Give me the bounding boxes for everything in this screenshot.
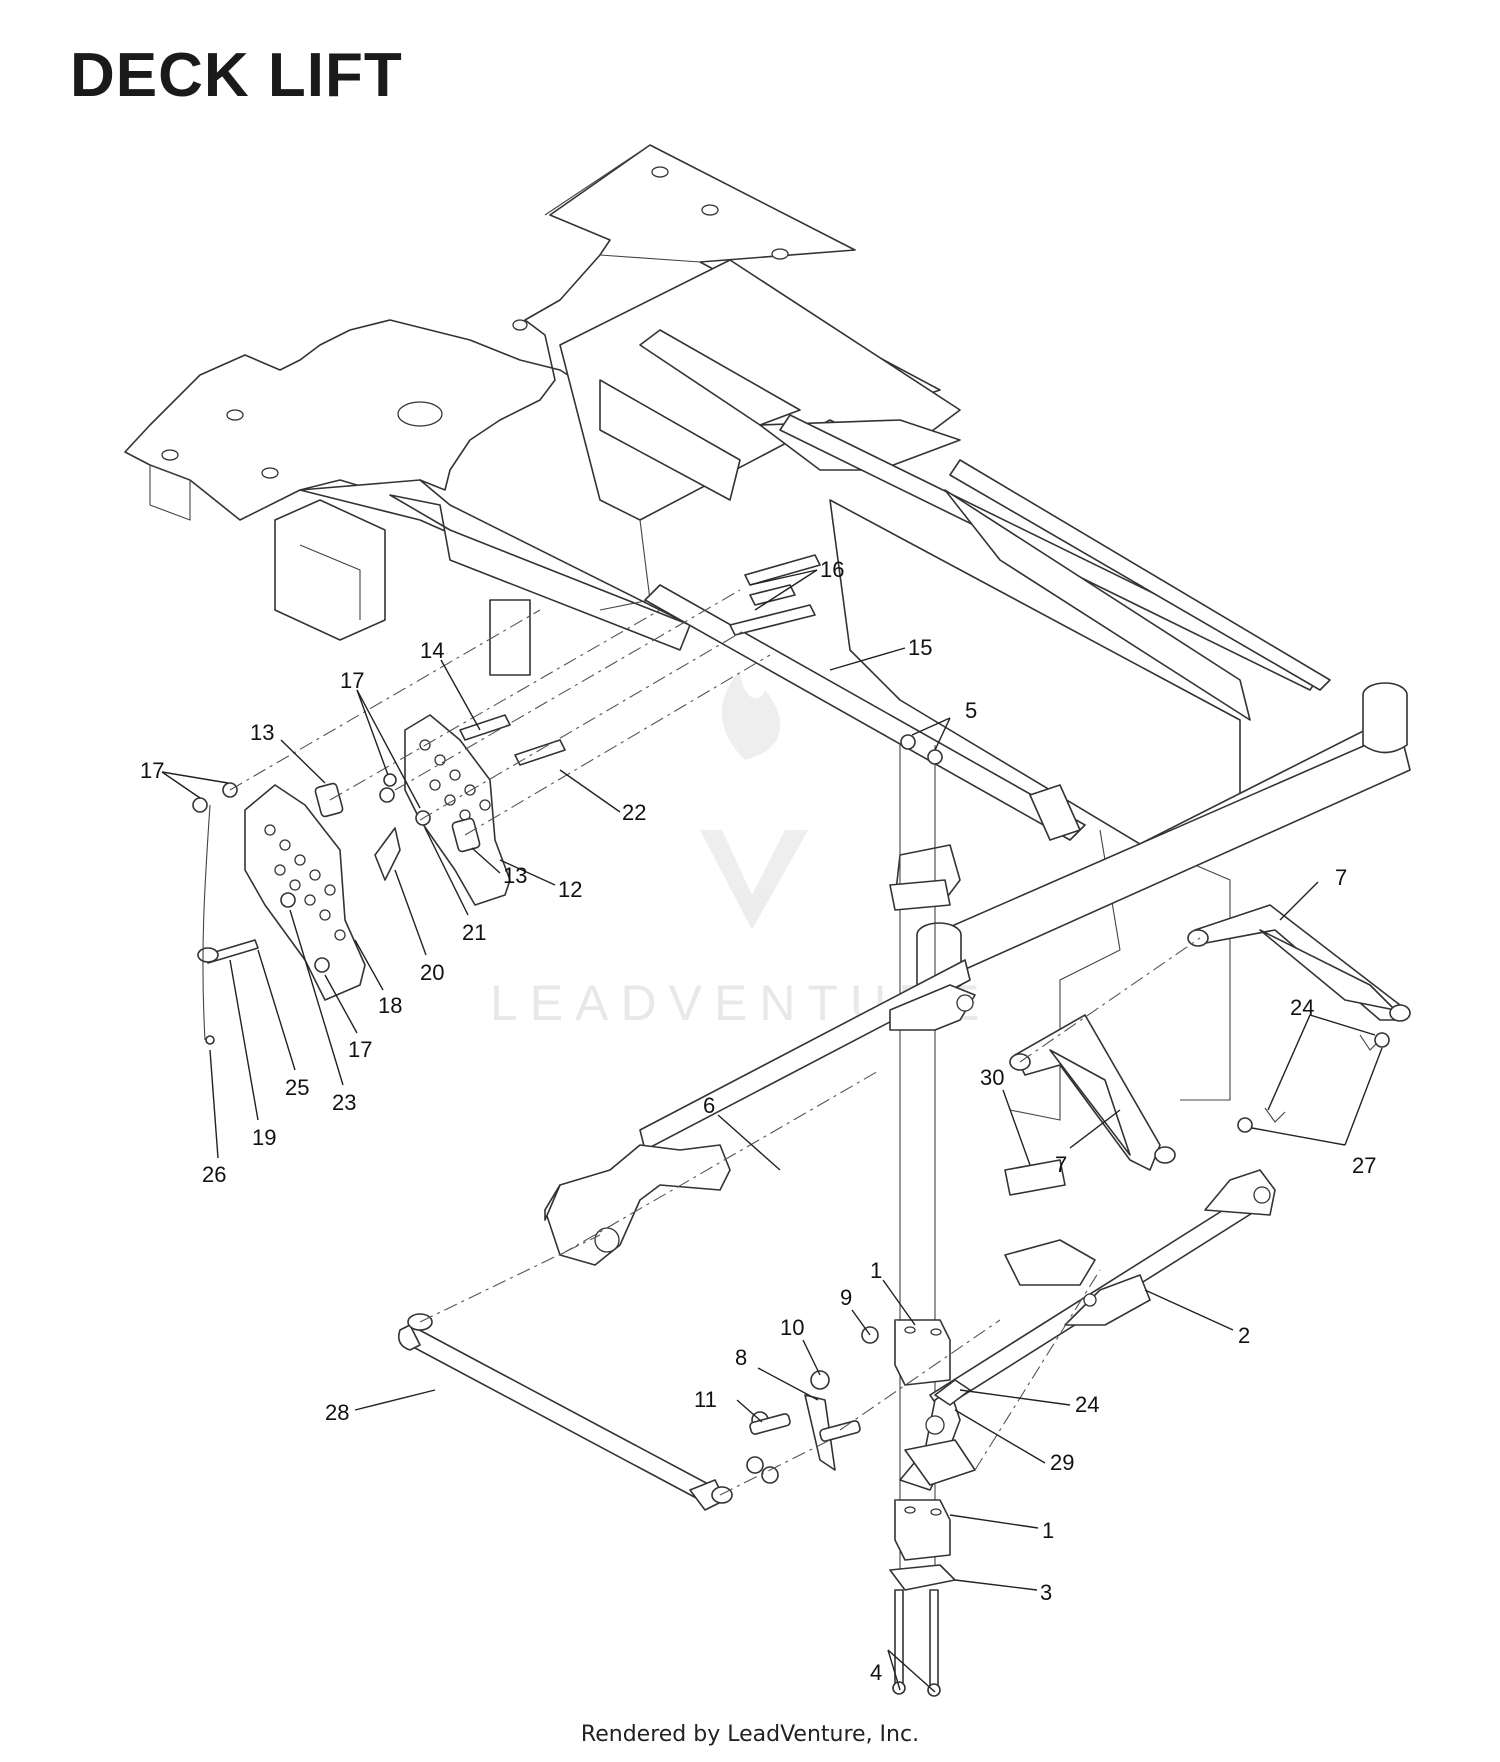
- callout-11: 11: [694, 1387, 717, 1412]
- callout-12: 12: [558, 877, 582, 902]
- callout-3: 3: [1040, 1580, 1052, 1605]
- callout-13: 13: [503, 863, 527, 888]
- page-title: DECK LIFT: [70, 41, 403, 110]
- height-adjust-plate-outer: [244, 784, 366, 1001]
- callout-4: 4: [870, 1660, 882, 1685]
- callout-9: 9: [840, 1285, 852, 1310]
- footer-credit: Rendered by LeadVenture, Inc.: [580, 1722, 920, 1747]
- decal: [1004, 1159, 1066, 1196]
- callout-20: 20: [420, 960, 444, 985]
- callout-leaders: [161, 569, 1383, 1693]
- height-adjust-plate-inner: [404, 714, 511, 906]
- callout-1: 1: [1042, 1518, 1054, 1543]
- callout-21: 21: [462, 920, 486, 945]
- callout-19: 19: [252, 1125, 276, 1150]
- callout-29: 29: [1050, 1450, 1074, 1475]
- callout-25: 25: [285, 1075, 309, 1100]
- callout-13: 13: [250, 720, 274, 745]
- callout-6: 6: [703, 1093, 715, 1118]
- callout-10: 10: [780, 1315, 804, 1340]
- deck-hanger-bar: [397, 1313, 733, 1511]
- callout-17: 17: [340, 668, 364, 693]
- callout-15: 15: [908, 635, 932, 660]
- callout-8: 8: [735, 1345, 747, 1370]
- callout-24: 24: [1290, 995, 1314, 1020]
- callout-24: 24: [1075, 1392, 1099, 1417]
- callout-7: 7: [1335, 865, 1347, 890]
- lift-shaft-assembly: [544, 959, 976, 1266]
- callout-2: 2: [1238, 1323, 1250, 1348]
- callout-7: 7: [1055, 1152, 1067, 1177]
- callout-5: 5: [965, 698, 977, 723]
- front-link-rear: [1187, 904, 1411, 1022]
- callout-30: 30: [980, 1065, 1004, 1090]
- chassis-frame: [124, 144, 1411, 1121]
- callout-14: 14: [420, 638, 444, 663]
- callout-16: 16: [820, 557, 844, 582]
- callout-labels: 16 15 14 17 13 17 22 12 13 21 20 18 17 2…: [140, 557, 1376, 1685]
- spring-clips-and-washers: [1237, 1032, 1390, 1133]
- callout-17: 17: [348, 1037, 372, 1062]
- lift-arm-hardware: [746, 1326, 976, 1491]
- callout-28: 28: [325, 1400, 349, 1425]
- callout-23: 23: [332, 1090, 356, 1115]
- callout-26: 26: [202, 1162, 226, 1187]
- small-hardware: [192, 554, 951, 1570]
- lift-blocks: [889, 1319, 956, 1697]
- callout-18: 18: [378, 993, 402, 1018]
- front-link-front: [1009, 1014, 1176, 1171]
- front-lift-bar: [929, 1169, 1276, 1411]
- callout-22: 22: [622, 800, 646, 825]
- callout-27: 27: [1352, 1153, 1376, 1178]
- callout-17: 17: [140, 758, 164, 783]
- callout-1: 1: [870, 1258, 882, 1283]
- assembly-centerlines: [229, 589, 1201, 1496]
